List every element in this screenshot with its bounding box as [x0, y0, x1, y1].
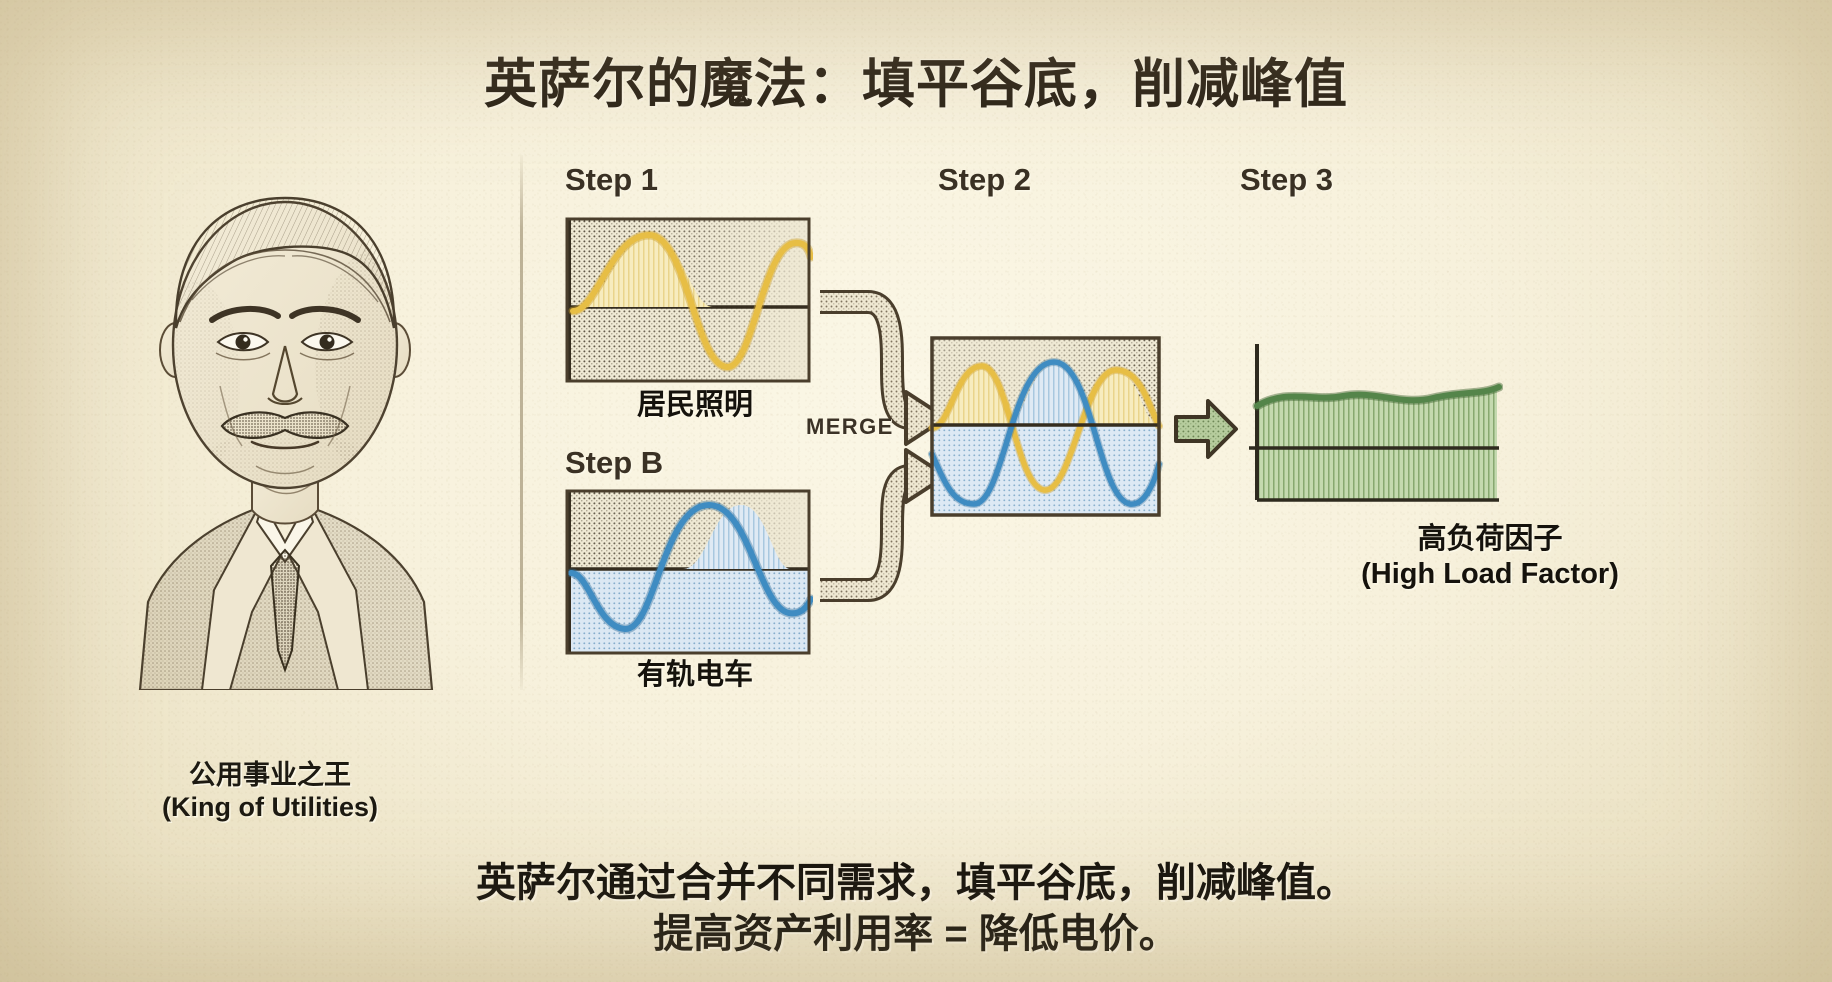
merge-arrows — [810, 280, 950, 610]
chart-b-caption: 有轨电车 — [636, 659, 753, 691]
chart-1-caption: 居民照明 — [636, 389, 753, 421]
result-arrow — [1172, 395, 1240, 463]
bottom-caption-line-1: 英萨尔通过合并不同需求，填平谷底，削减峰值。 — [476, 860, 1356, 905]
chart-tram — [563, 487, 813, 657]
bottom-caption-line-2: 提高资产利用率 = 降低电价。 — [653, 911, 1179, 956]
portrait-illustration — [80, 150, 500, 690]
step-1-label: Step 1 — [565, 162, 659, 197]
chart-3-caption-en: (High Load Factor) — [1361, 557, 1619, 590]
bottom-caption: 英萨尔通过合并不同需求，填平谷底，削减峰值。 提高资产利用率 = 降低电价。 — [0, 858, 1832, 960]
chart-3-caption-cn: 高负荷因子 — [1417, 523, 1563, 555]
chart-merged — [928, 334, 1163, 519]
vertical-divider — [520, 155, 523, 690]
portrait-caption-en: (King of Utilities) — [162, 791, 378, 822]
portrait-caption-cn: 公用事业之王 — [189, 760, 351, 790]
chart-high-load-factor — [1243, 340, 1503, 505]
step-2-label: Step 2 — [938, 162, 1032, 197]
chart-residential-lighting — [563, 215, 813, 385]
chart-3-caption: 高负荷因子 (High Load Factor) — [1225, 522, 1755, 592]
step-b-label: Step B — [565, 445, 664, 480]
portrait-caption: 公用事业之王 (King of Utilities) — [70, 760, 470, 824]
page-title: 英萨尔的魔法：填平谷底，削减峰值 — [484, 55, 1348, 114]
step-3-label: Step 3 — [1240, 162, 1334, 197]
merge-label: MERGE — [806, 414, 894, 439]
